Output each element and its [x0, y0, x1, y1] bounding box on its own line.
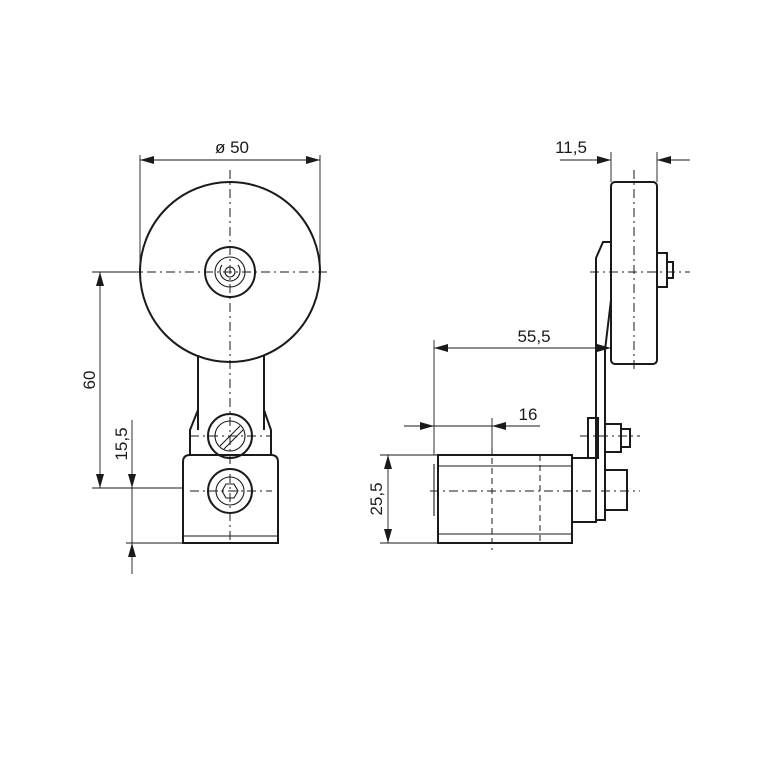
- side-view: [430, 170, 690, 550]
- lever-height-label: 60: [80, 371, 99, 390]
- lower-offset-label: 15,5: [112, 427, 131, 460]
- hex-socket: [221, 483, 239, 499]
- arm-reach-label: 55,5: [517, 327, 550, 346]
- roller-width-label: 11,5: [555, 138, 587, 157]
- arm-plate: [595, 241, 612, 521]
- dimension-lever-height: 60: [80, 271, 183, 489]
- switch-body-side: [437, 454, 573, 544]
- front-view: [128, 170, 330, 544]
- axle-pin-side: [666, 261, 674, 279]
- clamp-tip-side: [620, 428, 631, 448]
- roller-diameter-label: ø 50: [215, 138, 249, 157]
- clamp-screw-slot-2: [223, 429, 244, 450]
- body-offset-label: 16: [519, 405, 538, 424]
- switch-shoulder: [571, 457, 597, 523]
- circlip: [219, 264, 241, 282]
- housing-hub: [189, 409, 272, 455]
- dimension-roller-diameter: ø 50: [139, 138, 321, 270]
- lever-arm: [197, 355, 265, 430]
- hex-head-side: [604, 469, 628, 511]
- dimension-lower-offset: 15,5: [112, 420, 183, 574]
- dimension-roller-width: 11,5: [555, 138, 690, 182]
- dimension-body-offset: 16: [404, 405, 540, 455]
- dimension-body-height: 25,5: [367, 454, 438, 544]
- axle-nut: [656, 252, 668, 288]
- body-height-label: 25,5: [367, 482, 386, 515]
- dimension-arm-reach: 55,5: [433, 327, 611, 455]
- clamp-head-side: [604, 423, 622, 453]
